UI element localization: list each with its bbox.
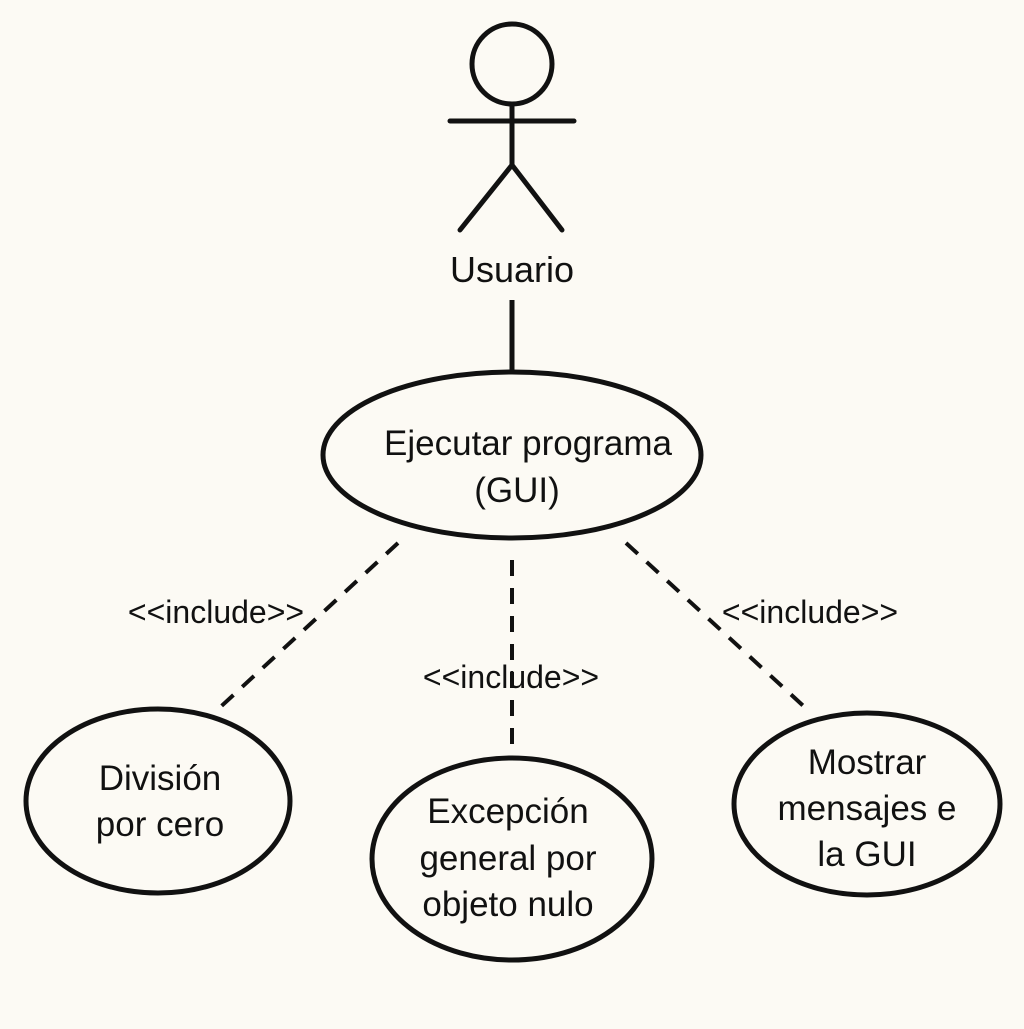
use-case-mostrar-line-2: mensajes e: [778, 789, 957, 828]
use-case-ejecutar-programa-line-1: Ejecutar programa: [384, 424, 672, 463]
use-case-excepcion-line-2: general por: [419, 839, 596, 878]
actor-left-leg: [457, 162, 515, 233]
include-label-mostrar: <<include>>: [722, 594, 898, 630]
use-case-excepcion-line-1: Excepción: [427, 792, 588, 831]
use-case-excepcion-objeto-nulo: [369, 755, 655, 963]
use-case-mostrar-line-3: la GUI: [817, 835, 916, 874]
use-case-ejecutar-programa: [320, 369, 704, 541]
actor-label: Usuario: [450, 249, 574, 290]
use-case-excepcion-line-3: objeto nulo: [422, 885, 593, 924]
include-label-excepcion: <<include>>: [423, 659, 599, 695]
actor-right-leg: [509, 162, 565, 233]
include-label-division: <<include>>: [128, 594, 304, 630]
use-case-division-line-2: por cero: [96, 805, 224, 844]
use-case-division-por-cero: [23, 706, 293, 896]
actor-usuario: [447, 21, 577, 233]
include-line-division: [213, 541, 400, 714]
use-case-mostrar-line-1: Mostrar: [808, 743, 927, 782]
include-line-mostrar: [624, 541, 812, 714]
use-case-ejecutar-programa-line-2: (GUI): [474, 471, 560, 510]
use-case-division-line-1: División: [99, 759, 222, 798]
use-case-mostrar-mensajes: [731, 710, 1003, 898]
